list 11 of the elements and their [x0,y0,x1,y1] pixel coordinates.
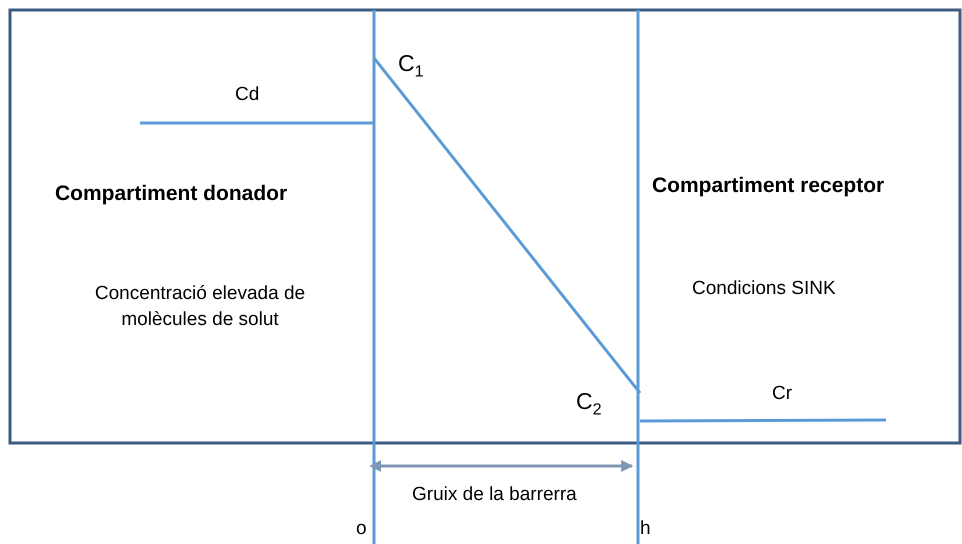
concentration-label: C$_{2}$ [576,387,602,421]
concentration-label: Cd [235,83,260,107]
description-text: Condicions SINK [692,277,836,301]
description-text: Concentració elevada de molècules de solut [94,282,306,332]
axis-label: o [356,517,367,541]
compartment-title: Compartiment receptor [652,173,884,199]
compartment-title: Compartiment donador [55,181,288,207]
concentration-label: C$_{1}$ [398,49,424,83]
concentration-label: Cr [772,382,792,406]
axis-label: h [640,517,651,541]
dimension-label: Gruix de la barrerra [412,483,577,507]
